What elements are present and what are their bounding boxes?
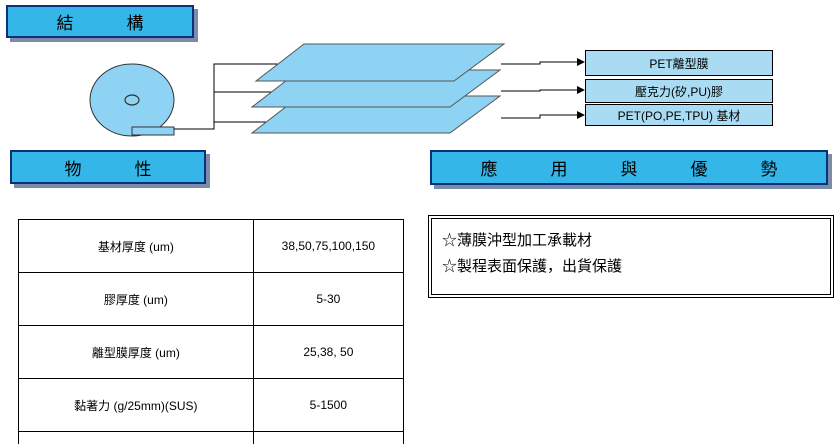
layer-label-release: PET離型膜 <box>585 50 773 76</box>
applications-header: 應 用 與 優 勢 <box>430 150 828 185</box>
property-name: 離型膜厚度 (um) <box>19 326 254 379</box>
layer-label-adhesive: 壓克力(矽,PU)膠 <box>585 79 773 103</box>
property-name: 膠厚度 (um) <box>19 273 254 326</box>
table-row-cutoff <box>19 432 404 444</box>
label-arrows <box>501 62 584 118</box>
properties-header: 物 性 <box>10 150 206 184</box>
property-value: 38,50,75,100,150 <box>253 220 403 273</box>
property-value: 25,38, 50 <box>253 326 403 379</box>
properties-table: 基材厚度 (um) 38,50,75,100,150 膠厚度 (um) 5-30… <box>18 219 404 444</box>
property-name: 基材厚度 (um) <box>19 220 254 273</box>
property-value: 5-30 <box>253 273 403 326</box>
table-row: 黏著力 (g/25mm)(SUS) 5-1500 <box>19 379 404 432</box>
application-item: ☆製程表面保護，出貨保護 <box>442 253 820 279</box>
application-item: ☆薄膜沖型加工承載材 <box>442 227 820 253</box>
property-name: 黏著力 (g/25mm)(SUS) <box>19 379 254 432</box>
applications-title: 應 用 與 優 勢 <box>481 155 796 180</box>
properties-title: 物 性 <box>65 155 170 180</box>
table-row: 離型膜厚度 (um) 25,38, 50 <box>19 326 404 379</box>
applications-box: ☆薄膜沖型加工承載材 ☆製程表面保護，出貨保護 <box>428 215 834 298</box>
film-roll-icon <box>90 64 174 136</box>
table-row: 膠厚度 (um) 5-30 <box>19 273 404 326</box>
property-value: 5-1500 <box>253 379 403 432</box>
layer-label-substrate: PET(PO,PE,TPU) 基材 <box>585 104 773 126</box>
table-row: 基材厚度 (um) 38,50,75,100,150 <box>19 220 404 273</box>
